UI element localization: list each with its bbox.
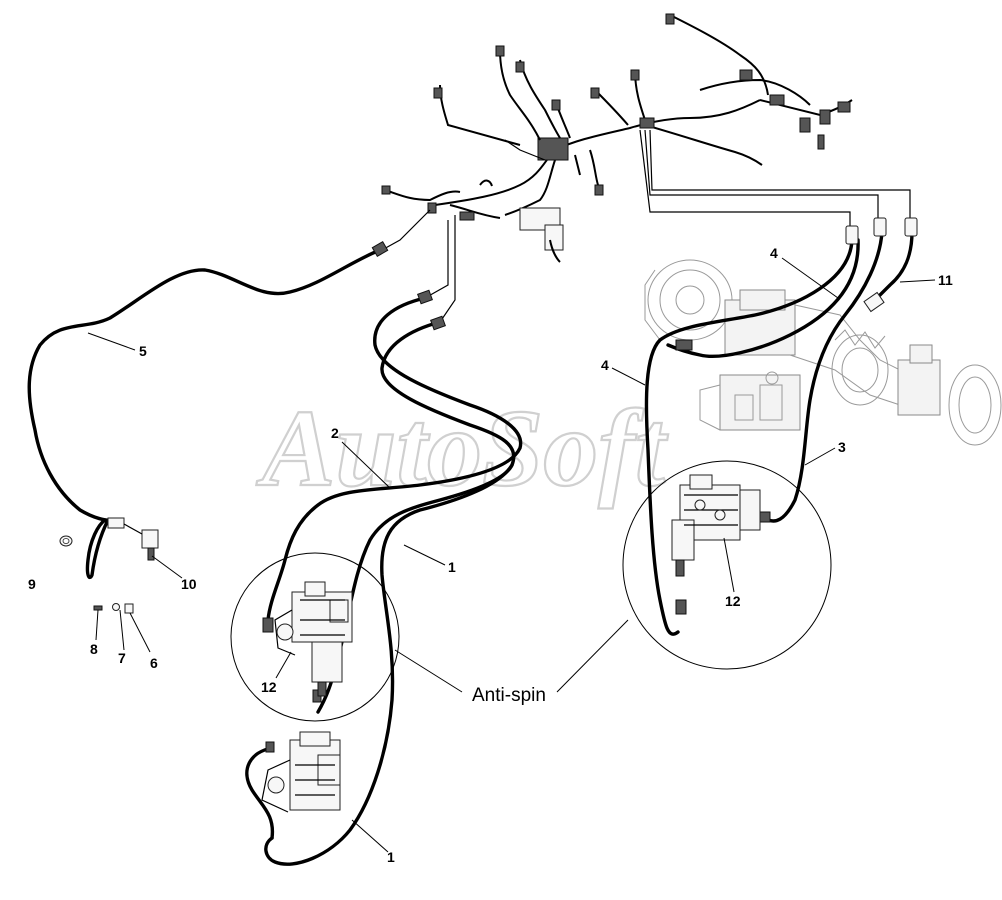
callout-8: 8 [90, 641, 98, 657]
cables-right [644, 217, 918, 636]
callout-5: 5 [139, 343, 147, 359]
callout-9: 9 [28, 576, 36, 592]
bolt-8 [93, 605, 103, 611]
lower-valve-block [245, 731, 341, 840]
callout-4-mid: 4 [601, 357, 609, 373]
callout-1-lower: 1 [387, 849, 395, 865]
washer-7 [112, 603, 120, 611]
loose-parts [59, 535, 134, 614]
connector-leads [381, 129, 911, 323]
main-harness [381, 13, 853, 263]
watermark-text: AutoSoft [256, 387, 669, 509]
callout-7: 7 [118, 650, 126, 666]
callout-4-top: 4 [770, 245, 778, 261]
callout-3: 3 [838, 439, 846, 455]
detail-circle-right [622, 460, 832, 670]
leader-lines [87, 257, 936, 853]
callouts: 2 5 4 4 11 3 1 1 10 9 8 7 6 12 12 Anti-s… [28, 245, 953, 865]
callout-12-left: 12 [261, 679, 277, 695]
detail-circle-left [230, 552, 400, 722]
callout-6: 6 [150, 655, 158, 671]
anti-spin-label: Anti-spin [472, 685, 546, 706]
callout-1-upper: 1 [448, 559, 456, 575]
cable-5 [27, 240, 389, 579]
callout-2: 2 [331, 425, 339, 441]
sleeve-6 [124, 603, 134, 614]
callout-10: 10 [181, 576, 197, 592]
axle-assembly [644, 259, 1002, 446]
callout-11: 11 [938, 272, 953, 288]
callout-12-right: 12 [725, 593, 741, 609]
